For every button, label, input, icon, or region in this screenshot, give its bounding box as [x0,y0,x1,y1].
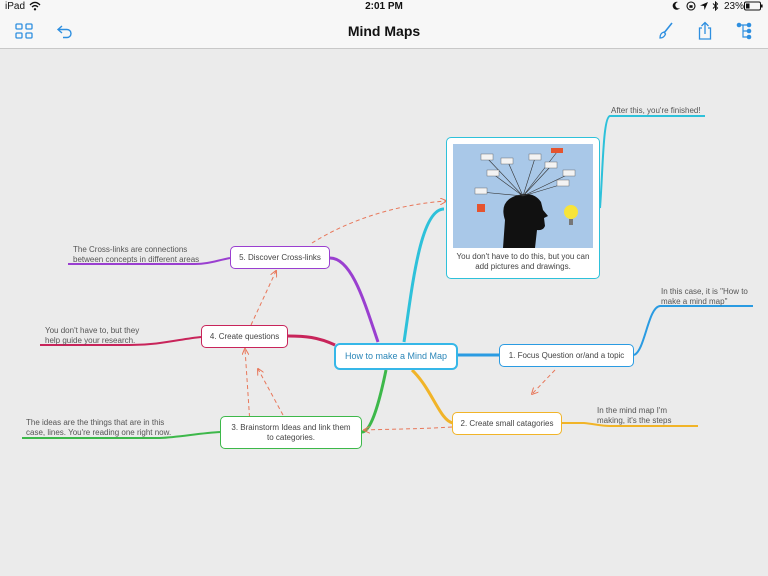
grid-icon[interactable] [13,20,35,42]
categories-branch-line [410,368,454,425]
note-guide[interactable]: You don't have to, but they help guide y… [45,326,140,345]
ideas-note-line [22,431,222,439]
undo-icon[interactable] [54,20,76,42]
note-focus-case[interactable]: In this case, it is "How to make a mind … [661,287,748,306]
topic-brainstorm[interactable]: 3. Brainstorm Ideas and link them to cat… [220,416,362,449]
wifi-icon [29,1,41,14]
topic-create-categories[interactable]: 2. Create small catagories [452,412,562,435]
head-illustration [453,144,593,248]
moon-icon [672,1,681,14]
share-icon[interactable] [694,20,716,42]
toolbar: Mind Maps [0,14,768,49]
topic-focus-question[interactable]: 1. Focus Question or/and a topic [499,344,634,367]
page-title: Mind Maps [347,23,421,39]
note-crosslink-definition[interactable]: The Cross-links are connections between … [73,245,200,264]
steps-note-line [562,422,698,427]
guide-note-line [40,336,202,346]
finished-note-line [599,115,705,209]
image-branch-line [402,207,445,343]
image-topic[interactable]: You don't have to do this, but you can a… [446,137,600,279]
central-topic[interactable]: How to make a Mind Map [334,343,458,370]
note-ideas[interactable]: The ideas are the things that are in thi… [26,418,172,437]
brainstorm-branch-line [361,369,388,434]
battery-level: 23% [724,1,745,12]
rotation-lock-icon [686,1,696,14]
structure-icon[interactable] [733,20,755,42]
crosslinks-branch-line [329,256,380,343]
battery-icon [744,1,764,14]
note-steps[interactable]: In the mind map I'm making, it's the ste… [597,406,672,425]
crosslink-note-line [68,257,231,265]
brush-icon[interactable] [655,20,677,42]
clock: 2:01 PM [365,1,403,12]
image-caption: You don't have to do this, but you can a… [456,252,590,271]
device-label: iPad [5,1,26,12]
topic-discover-crosslinks[interactable]: 5. Discover Cross-links [230,246,330,269]
topic-create-questions[interactable]: 4. Create questions [201,325,288,348]
questions-branch-line [287,334,336,347]
case-note-line [633,305,753,356]
status-bar: iPad 2:01 PM 23% [0,0,768,14]
mind-map-canvas[interactable]: You don't have to do this, but you can a… [0,49,768,576]
navigation-icon [699,1,709,14]
branch-lines [22,115,753,439]
bluetooth-icon [712,0,719,14]
crosslink-arrows [245,201,556,430]
note-finished[interactable]: After this, you're finished! [611,106,701,115]
